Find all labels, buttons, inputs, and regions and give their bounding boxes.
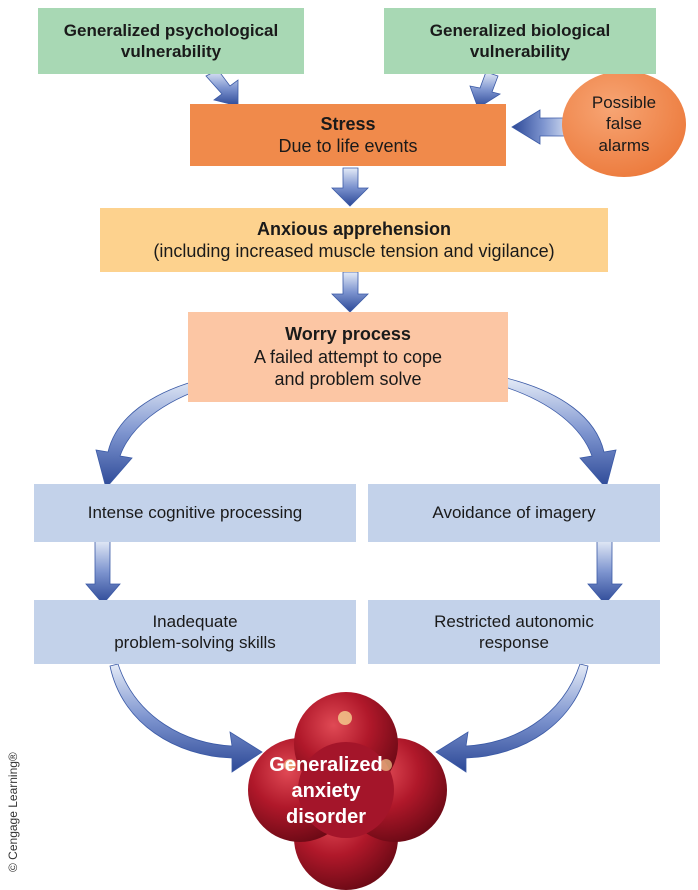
restricted-response-box: Restricted autonomic response bbox=[368, 600, 660, 664]
copyright-credit: © Cengage Learning® bbox=[6, 752, 20, 872]
gad-label: Generalized anxiety disorder bbox=[236, 752, 416, 830]
arrow-worry-to-cognitive bbox=[95, 377, 211, 489]
false-alarms-line-3: alarms bbox=[598, 135, 650, 155]
stress-box: Stress Due to life events bbox=[190, 104, 506, 166]
biological-vulnerability-box: Generalized biological vulnerability bbox=[384, 8, 656, 74]
anxious-apprehension-text: (including increased muscle tension and … bbox=[153, 241, 555, 261]
psychological-vulnerability-box: Generalized psychological vulnerability bbox=[38, 8, 304, 74]
arrow-avoidance-to-restricted bbox=[587, 539, 623, 605]
restricted-response-line-1: Restricted autonomic bbox=[434, 611, 594, 631]
stress-title: Stress bbox=[320, 113, 376, 134]
arrow-psych-to-stress bbox=[205, 69, 239, 107]
avoidance-imagery-box: Avoidance of imagery bbox=[368, 484, 660, 542]
worry-process-line-2: and problem solve bbox=[274, 369, 422, 390]
worry-process-box: Worry process A failed attempt to cope a… bbox=[188, 312, 508, 402]
psychological-vulnerability-line-2: vulnerability bbox=[120, 42, 222, 61]
arrow-worry-to-avoidance bbox=[501, 377, 617, 489]
avoidance-imagery-text: Avoidance of imagery bbox=[432, 503, 596, 523]
inadequate-skills-line-1: Inadequate bbox=[152, 611, 238, 631]
cognitive-processing-box: Intense cognitive processing bbox=[34, 484, 356, 542]
restricted-response-line-2: response bbox=[479, 633, 549, 652]
inadequate-skills-box: Inadequate problem-solving skills bbox=[34, 600, 356, 664]
arrow-stress-to-anxious bbox=[331, 167, 369, 207]
gad-line-1: Generalized bbox=[269, 754, 383, 776]
arrow-inadequate-to-gad bbox=[109, 663, 263, 773]
psychological-vulnerability-line-1: Generalized psychological bbox=[63, 20, 279, 40]
inadequate-skills-line-2: problem-solving skills bbox=[114, 633, 276, 652]
cognitive-processing-text: Intense cognitive processing bbox=[87, 503, 303, 523]
gad-line-3: disorder bbox=[285, 806, 367, 828]
stress-text: Due to life events bbox=[278, 136, 418, 156]
anxious-apprehension-box: Anxious apprehension (including increase… bbox=[100, 208, 608, 272]
false-alarms-oval bbox=[562, 71, 686, 177]
biological-vulnerability-line-1: Generalized biological bbox=[429, 20, 611, 40]
false-alarms-label: Possible false alarms bbox=[572, 80, 676, 168]
arrow-restricted-to-gad bbox=[435, 663, 589, 773]
worry-process-line-1: A failed attempt to cope bbox=[253, 346, 443, 367]
biological-vulnerability-line-2: vulnerability bbox=[469, 42, 571, 61]
worry-process-title: Worry process bbox=[285, 324, 411, 345]
arrow-cognitive-to-inadequate bbox=[85, 539, 121, 605]
gad-spheres bbox=[248, 692, 447, 890]
gad-line-2: anxiety bbox=[291, 780, 361, 802]
arrow-bio-to-stress bbox=[469, 71, 502, 109]
false-alarms-line-2: false bbox=[606, 114, 642, 134]
arrow-anxious-to-worry bbox=[331, 271, 369, 313]
false-alarms-line-1: Possible bbox=[591, 93, 657, 113]
anxious-apprehension-title: Anxious apprehension bbox=[256, 218, 452, 239]
